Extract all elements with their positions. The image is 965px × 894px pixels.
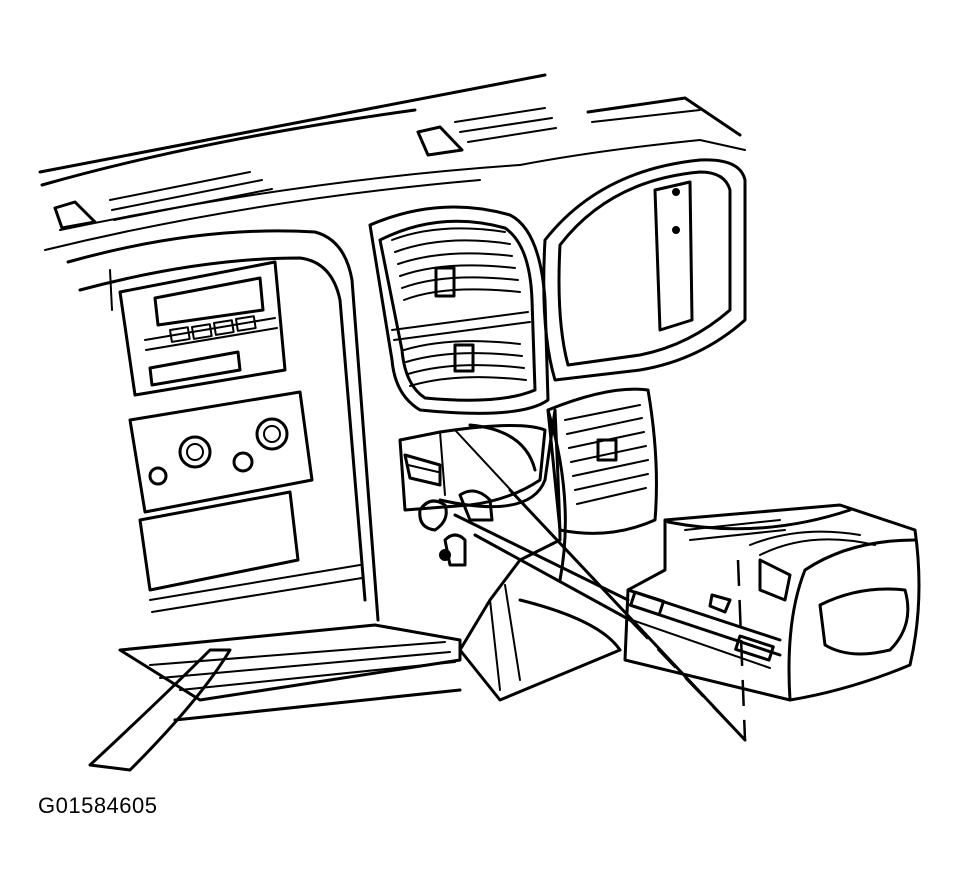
- center-console-trim: [438, 408, 622, 702]
- cup-holder-rails: [626, 588, 782, 669]
- cup-holder-finger-pull: [818, 587, 910, 656]
- lower-storage-pocket: [138, 490, 363, 613]
- dashboard-top-surface: [38, 73, 746, 251]
- climate-control-panel: [128, 390, 314, 514]
- lower-vent-damper-knob-icon: [453, 343, 475, 373]
- mounting-bracket: [403, 453, 494, 567]
- temperature-knob-icon: [255, 417, 289, 451]
- passenger-vent: [546, 387, 658, 535]
- cup-holder-opening: [398, 423, 547, 567]
- fan-knob-icon: [178, 435, 212, 469]
- cup-holder-assembly: [623, 503, 921, 702]
- upper-vent-slats: [391, 227, 521, 301]
- installation-guide-lines: [453, 488, 747, 742]
- lower-dash-bolster: [88, 623, 462, 772]
- instrument-bezel: [66, 229, 380, 622]
- radio-unit: [118, 260, 287, 397]
- mode-knob-icon: [232, 451, 254, 473]
- passenger-vent-knob-icon: [596, 438, 618, 462]
- glove-box-panel: [542, 158, 747, 382]
- lower-vent-slats: [403, 340, 527, 387]
- figure-id-label: G01584605: [38, 793, 158, 818]
- upper-vent-damper-knob-icon: [434, 266, 456, 298]
- center-vent-housing: [368, 205, 550, 415]
- radio-preset-buttons: [169, 315, 257, 343]
- fastener-icon: [439, 549, 451, 561]
